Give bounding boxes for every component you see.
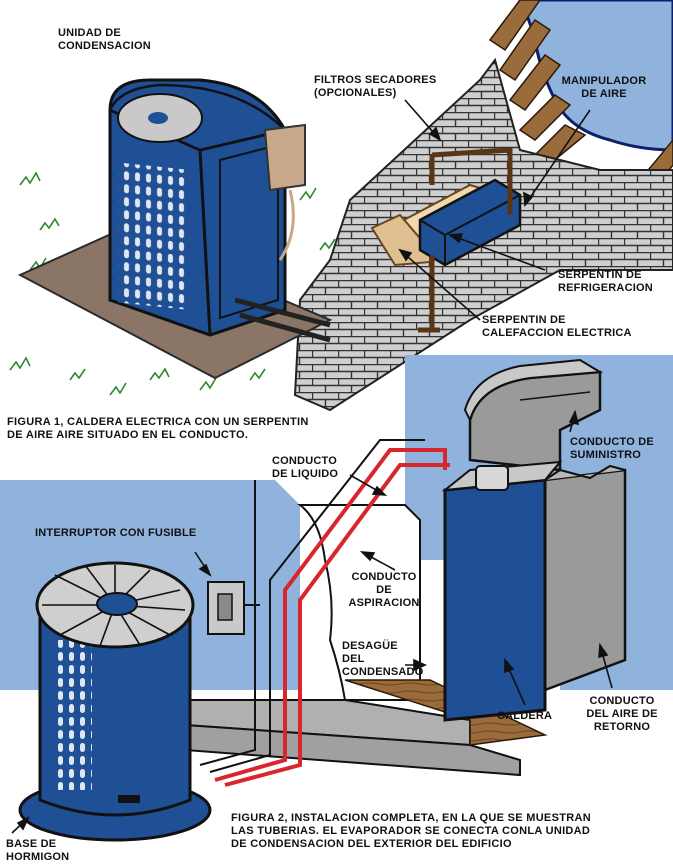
label-condensing-unit: UNIDAD DE CONDENSACION — [58, 27, 151, 53]
caption-figure-2: FIGURA 2, INSTALACION COMPLETA, EN LA QU… — [231, 812, 591, 851]
condensing-unit-fig1 — [108, 78, 331, 343]
label-return-duct: CONDUCTO DEL AIRE DE RETORNO — [577, 695, 667, 734]
label-line: (OPCIONALES) — [314, 87, 397, 99]
fused-switch-box — [207, 581, 260, 635]
label-line: RETORNO — [593, 721, 651, 733]
label-line: CONDENSADO — [342, 666, 424, 678]
caption-line: DE AIRE AIRE SITUADO EN EL CONDUCTO. — [7, 429, 249, 441]
caption-line: FIGURA 1, CALDERA ELECTRICA CON UN SERPE… — [7, 416, 309, 428]
label-liquid-line: CONDUCTO DE LIQUIDO — [272, 455, 338, 481]
label-line: CALEFACCION ELECTRICA — [482, 327, 632, 339]
furnace — [441, 460, 563, 722]
label-line: ASPIRACION — [348, 597, 420, 609]
interior-wall — [297, 504, 421, 701]
caption-line: DE CONDENSACION DEL EXTERIOR DEL EDIFICI… — [231, 838, 512, 850]
label-line: REFRIGERACION — [558, 282, 653, 294]
leaders-fig2 — [11, 409, 613, 834]
caption-figure-1: FIGURA 1, CALDERA ELECTRICA CON UN SERPE… — [7, 416, 309, 442]
label-line: DE LIQUIDO — [272, 468, 339, 480]
label-line: SUMINISTRO — [570, 449, 642, 461]
label-line: HORMIGON — [6, 851, 70, 863]
label-heating-coil: SERPENTIN DE CALEFACCION ELECTRICA — [482, 314, 632, 340]
label-line: CONDUCTO DE — [570, 436, 654, 448]
label-line: DEL AIRE DE — [586, 708, 658, 720]
label-air-handler: MANIPULADOR DE AIRE — [554, 75, 654, 101]
air-handler-fig1 — [370, 147, 523, 333]
label-line: CONDUCTO — [589, 695, 655, 707]
label-condensate-drain: DESAGÜE DEL CONDENSADO — [342, 640, 423, 679]
caption-line: FIGURA 2, INSTALACION COMPLETA, EN LA QU… — [231, 812, 591, 824]
refrigerant-lines — [199, 439, 450, 787]
label-line: DE — [376, 584, 392, 596]
label-concrete-base: BASE DE HORMIGON — [6, 838, 69, 864]
label-line: DESAGÜE — [342, 640, 398, 652]
condensing-unit-fig2 — [18, 561, 212, 842]
label-line: FILTROS SECADORES — [314, 74, 437, 86]
label-line: UNIDAD DE — [58, 27, 121, 39]
label-line: SERPENTIN DE — [482, 314, 566, 326]
label-suction-line: CONDUCTO DE ASPIRACION — [340, 571, 428, 610]
label-supply-duct: CONDUCTO DE SUMINISTRO — [570, 436, 654, 462]
label-line: MANIPULADOR — [561, 75, 647, 87]
caption-line: LAS TUBERIAS. EL EVAPORADOR SE CONECTA C… — [231, 825, 591, 837]
label-cooling-coil: SERPENTIN DE REFRIGERACION — [558, 269, 653, 295]
label-line: CONDUCTO — [351, 571, 417, 583]
leaders-fig1 — [398, 99, 591, 321]
label-line: BASE DE — [6, 838, 57, 850]
label-line: DE AIRE — [581, 88, 627, 100]
return-duct — [543, 464, 627, 692]
label-line: SERPENTIN DE — [558, 269, 642, 281]
label-line: DEL — [342, 653, 365, 665]
supply-duct — [463, 358, 604, 472]
label-dryer-filters: FILTROS SECADORES (OPCIONALES) — [314, 74, 436, 100]
label-line: CALDERA — [497, 710, 553, 722]
label-line: CONDENSACION — [58, 40, 151, 52]
label-line: CONDUCTO — [272, 455, 337, 467]
label-line: INTERRUPTOR CON FUSIBLE — [35, 527, 197, 539]
label-fused-switch: INTERRUPTOR CON FUSIBLE — [35, 527, 196, 540]
grass — [9, 171, 336, 396]
label-furnace: CALDERA — [497, 710, 552, 723]
